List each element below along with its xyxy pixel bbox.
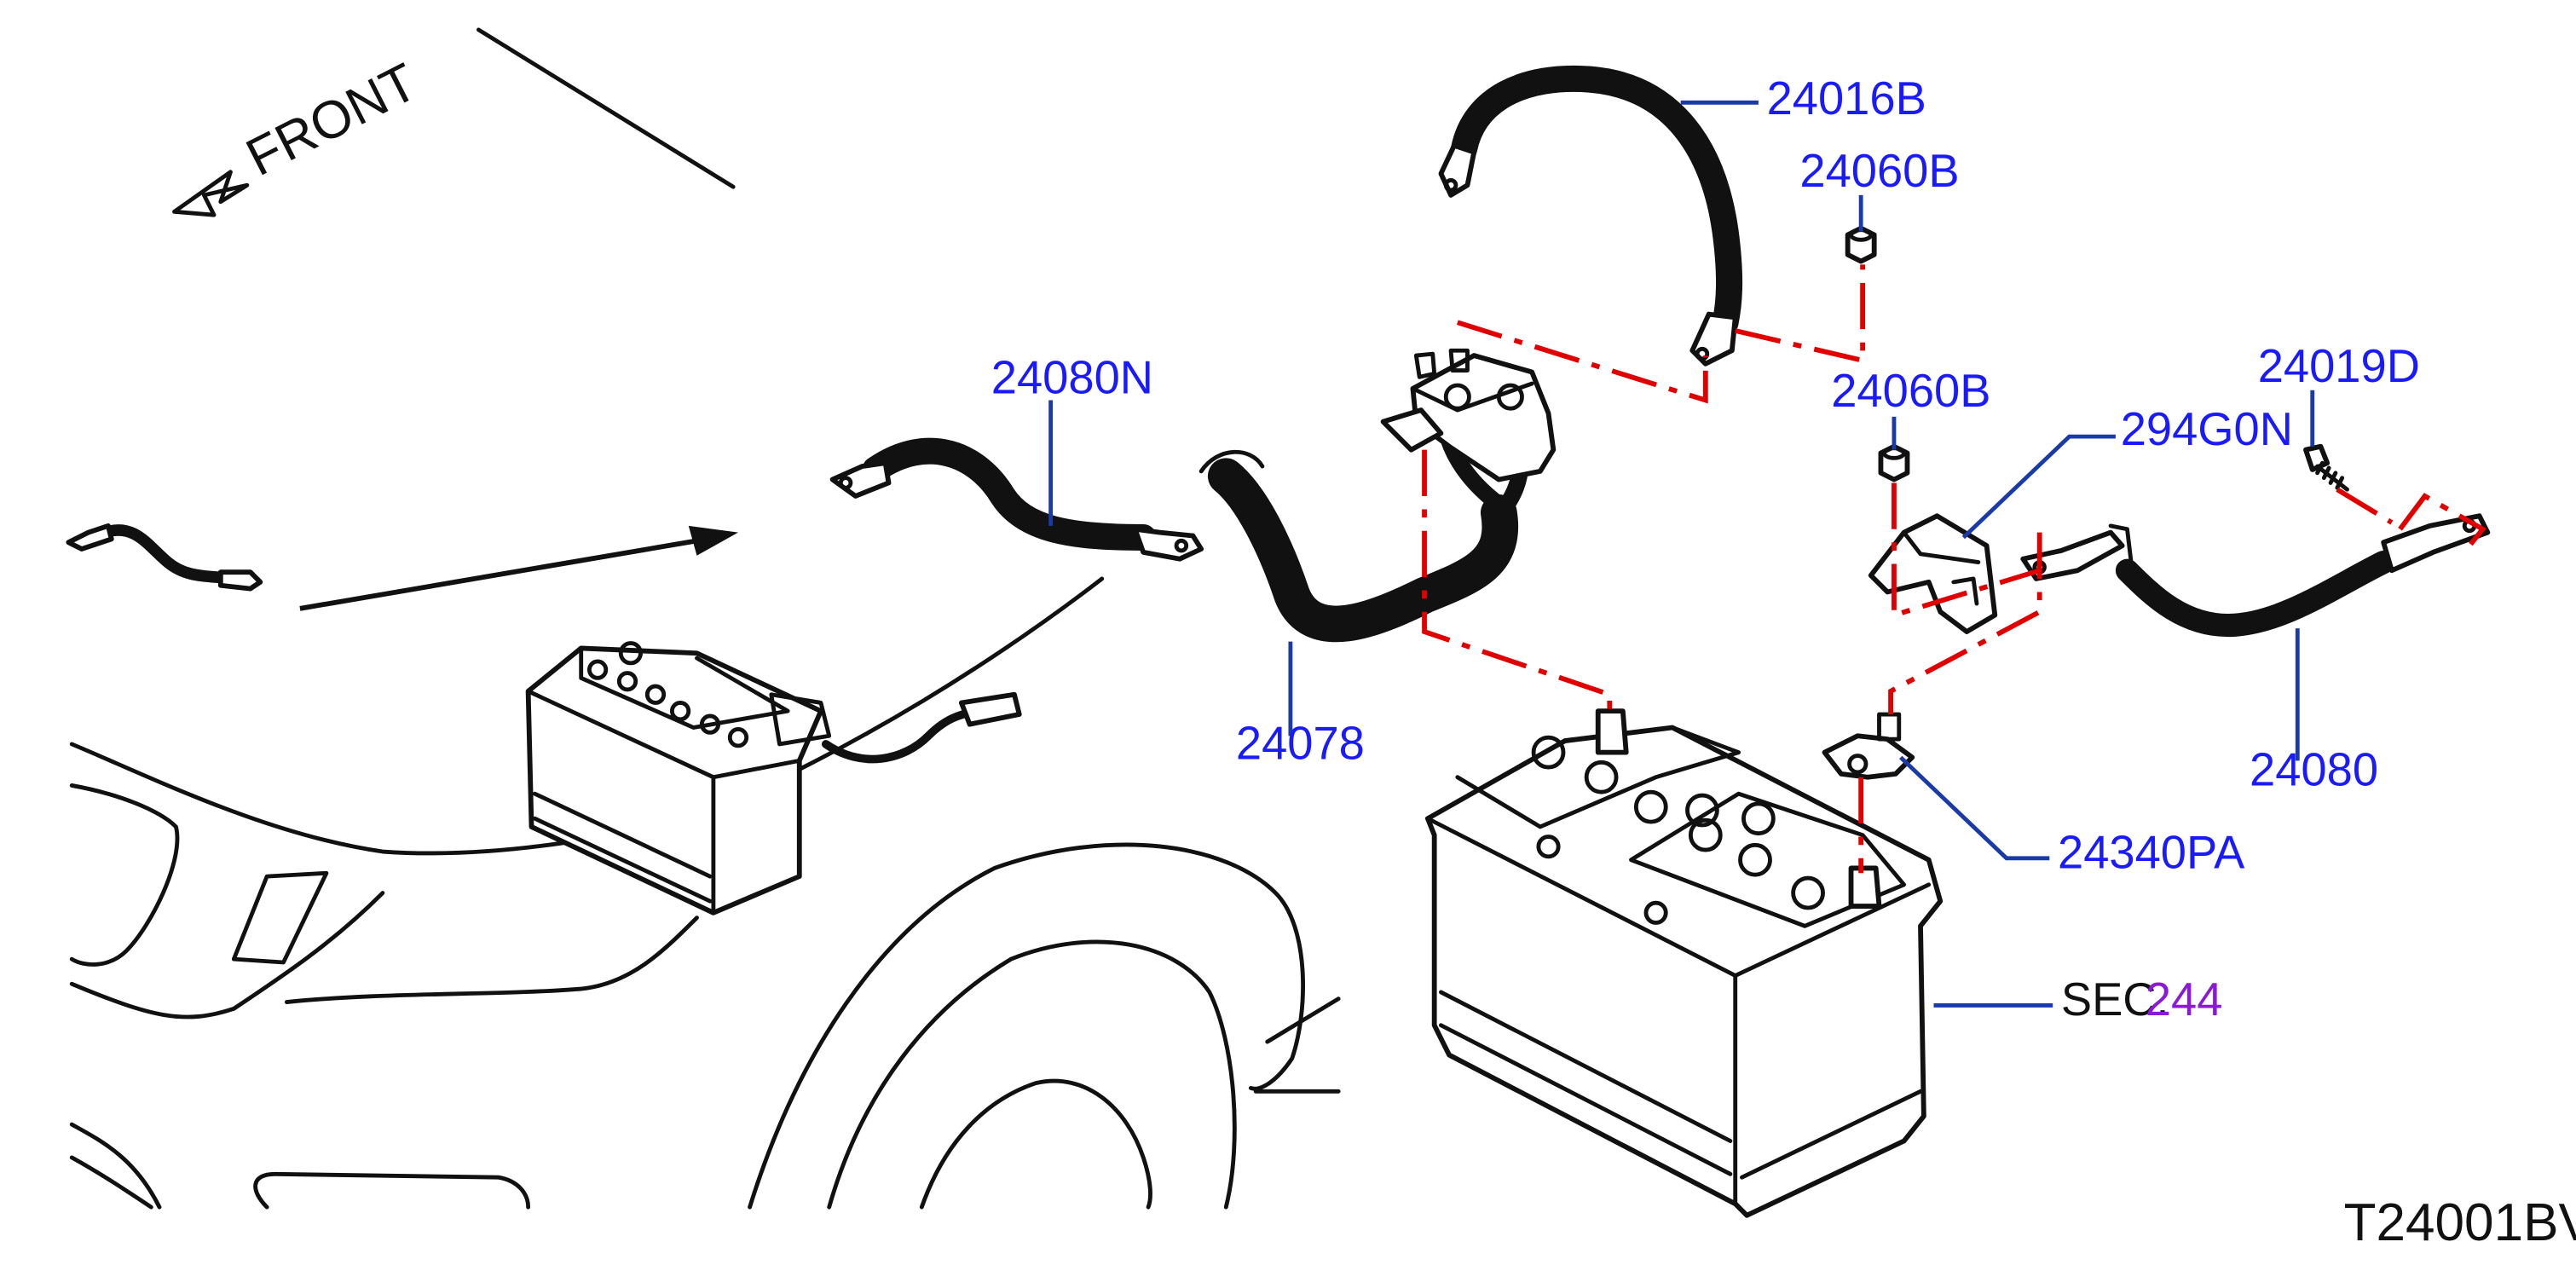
terminal-24340pa [1822,712,1915,780]
section-ref-link[interactable]: 244 [2146,973,2223,1025]
callout-24019d[interactable]: 24019D [2258,340,2420,392]
screw-24019d [2303,443,2349,492]
cable-24080 [2020,513,2491,638]
main-battery [1425,708,1944,1218]
front-orientation: FRONT [172,27,736,217]
vehicle-battery [525,641,1022,916]
callout-294g0n[interactable]: 294G0N [2121,403,2293,455]
callout-24016b[interactable]: 24016B [1767,72,1926,124]
front-arrow-icon [172,170,250,217]
section-ref-prefix: SEC. [2061,973,2169,1025]
callout-24060b-lower[interactable]: 24060B [1831,365,1990,417]
callout-leaders [1048,100,2315,1008]
cable-24016b [1438,65,1743,367]
cable-24080n [829,437,1204,562]
nut-24060b-lower [1878,443,1910,482]
vehicle-body-outline [69,576,1341,1210]
nut-24060b-upper [1845,225,1877,264]
callout-24080[interactable]: 24080 [2250,743,2378,795]
detail-arrow [299,525,738,611]
small-cable [66,523,263,592]
assembly-guide-lines [1422,264,2486,874]
callout-24080n[interactable]: 24080N [991,352,1153,404]
front-label: FRONT [237,53,426,188]
hood-line [477,27,736,189]
junction-block [1380,348,1557,482]
drawing-code: T24001BV [2344,1193,2576,1252]
callout-24060b-upper[interactable]: 24060B [1799,145,1959,197]
bracket-294g0n [1868,513,1998,634]
callout-24340pa[interactable]: 24340PA [2058,826,2245,878]
callout-labels: 24016B 24060B 24060B 24080N 24019D 294G0… [991,72,2420,1025]
callout-24078[interactable]: 24078 [1236,717,1365,769]
